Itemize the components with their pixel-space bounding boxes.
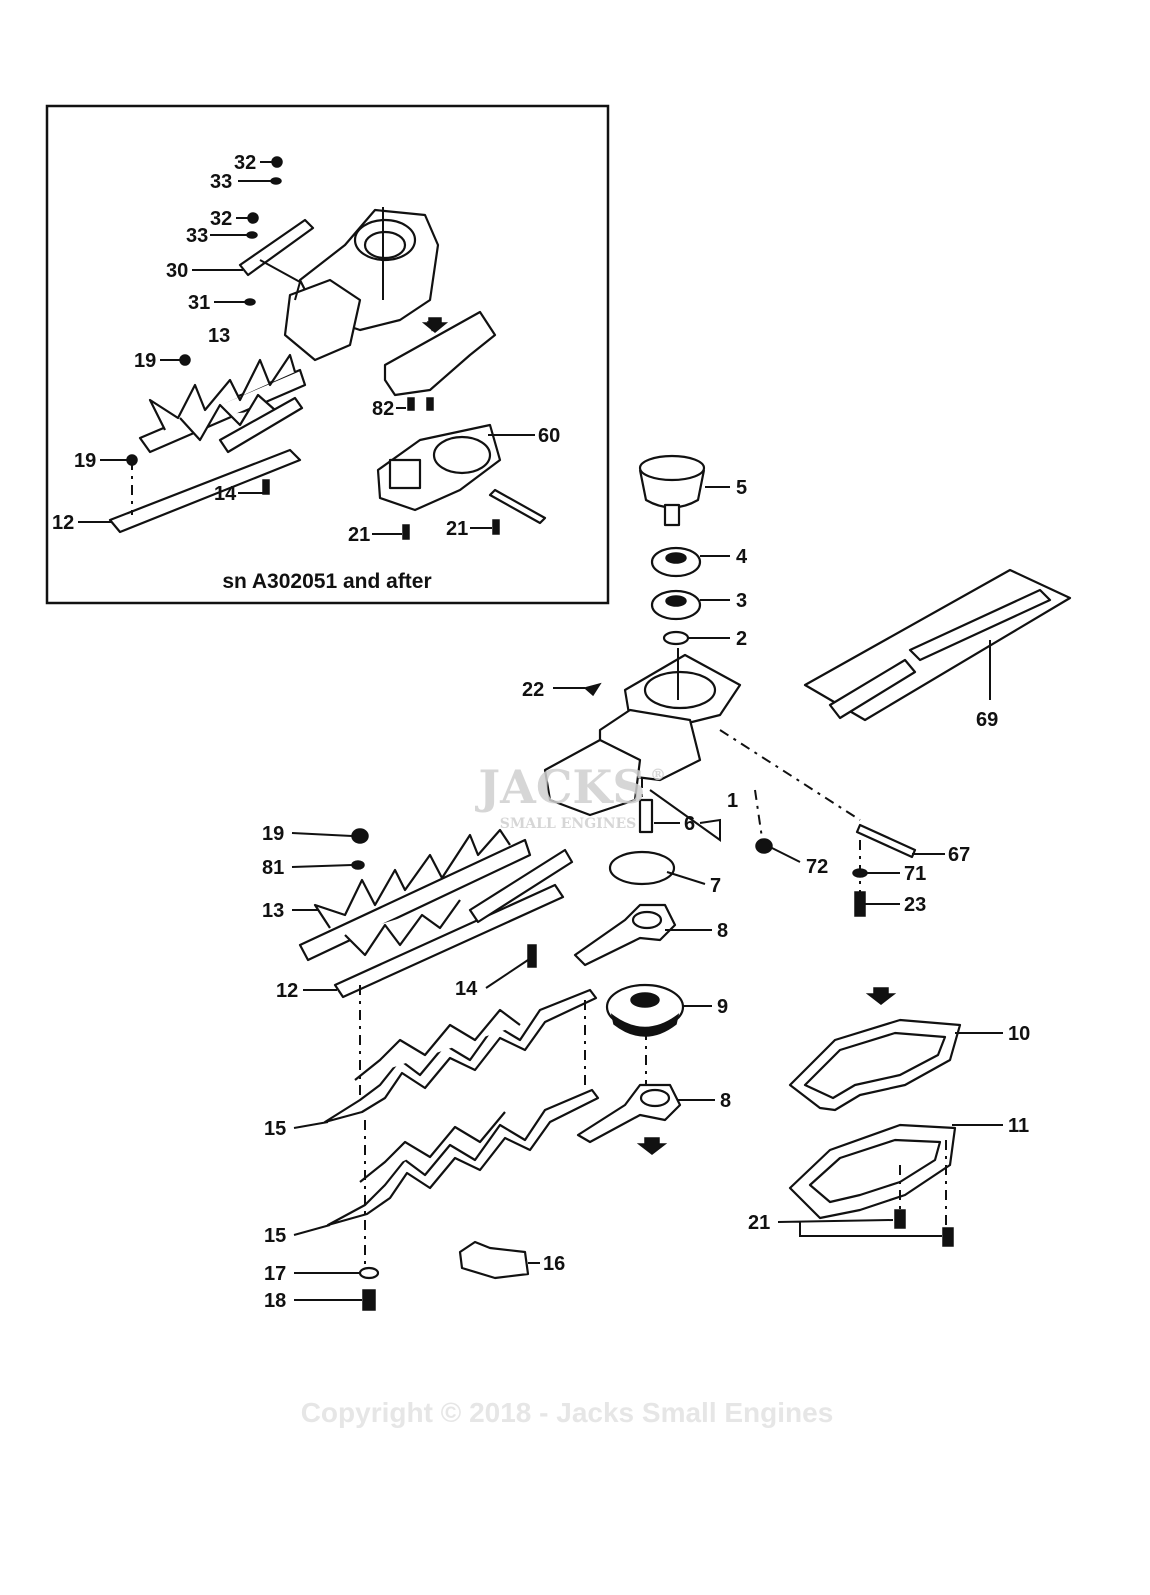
inset-blade-13 (138, 353, 307, 454)
label-81: 81 (262, 857, 284, 879)
label-23: 23 (904, 894, 926, 916)
label-32: 32 (234, 152, 256, 174)
part-3-bearing (650, 589, 702, 621)
part-23-bolt (854, 891, 866, 917)
part-18-bolt (362, 1289, 376, 1311)
label-5: 5 (736, 477, 747, 499)
part-15-blade-upper (323, 988, 598, 1124)
part-7-disc (608, 850, 676, 886)
part-16-clip (458, 1240, 530, 1280)
label-10: 10 (1008, 1023, 1030, 1045)
label-19: 19 (134, 350, 156, 372)
label-15: 15 (264, 1118, 286, 1140)
part-67-rod (855, 823, 917, 859)
label-14: 14 (214, 483, 237, 505)
inset-box: 32 33 32 33 30 31 13 19 82 60 19 14 12 2… (45, 104, 610, 605)
label-2: 2 (736, 628, 747, 650)
part-8-plate-upper (573, 903, 677, 967)
label-8: 8 (717, 920, 728, 942)
part-1-gear-case (543, 648, 742, 817)
inset-caption: sn A302051 and after (222, 570, 431, 593)
part-72-nut (755, 838, 773, 854)
label-8: 8 (720, 1090, 731, 1112)
label-9: 9 (717, 996, 728, 1018)
inset-housing-60 (376, 423, 547, 525)
label-22: 22 (522, 679, 544, 701)
arrow-22-icon (583, 682, 602, 697)
label-32: 32 (210, 208, 232, 230)
label-33: 33 (186, 225, 208, 247)
label-60: 60 (538, 425, 560, 447)
part-21-screw (894, 1209, 906, 1229)
watermark-logo: JACKS SMALL ENGINES ® (474, 760, 666, 832)
down-arrow-icon (636, 1137, 668, 1155)
label-71: 71 (904, 863, 926, 885)
label-3: 3 (736, 590, 747, 612)
part-15-blade-lower (326, 1088, 600, 1227)
part-69-cover (803, 568, 1072, 722)
label-7: 7 (710, 875, 721, 897)
label-6: 6 (684, 813, 695, 835)
label-69: 69 (976, 709, 998, 731)
label-14: 14 (455, 978, 478, 1000)
label-21: 21 (446, 518, 468, 540)
label-13: 13 (262, 900, 284, 922)
svg-text:®: ® (650, 765, 666, 784)
part-17-washer (358, 1266, 380, 1280)
part-12-bar (333, 848, 574, 999)
svg-text:SMALL ENGINES: SMALL ENGINES (500, 816, 637, 832)
inset-plate-30 (238, 218, 315, 277)
label-82: 82 (372, 398, 394, 420)
label-1: 1 (727, 790, 738, 812)
part-9-gear (605, 983, 685, 1037)
label-15: 15 (264, 1225, 286, 1247)
part-6-pin (638, 798, 654, 834)
label-19: 19 (74, 450, 96, 472)
down-arrow-icon (421, 317, 449, 333)
label-72: 72 (806, 856, 828, 878)
label-67: 67 (948, 844, 970, 866)
part-13-blade (298, 828, 532, 962)
label-31: 31 (188, 292, 210, 314)
label-21: 21 (748, 1212, 770, 1234)
inset-bar-12 (108, 396, 304, 534)
part-21-screw (942, 1227, 954, 1247)
label-17: 17 (264, 1263, 286, 1285)
label-21: 21 (348, 524, 370, 546)
inset-cover (383, 310, 497, 397)
label-4: 4 (736, 546, 748, 568)
label-19: 19 (262, 823, 284, 845)
label-13: 13 (208, 325, 230, 347)
part-8-plate-lower (576, 1083, 682, 1144)
part-2-washer (662, 630, 690, 646)
label-11: 11 (1008, 1115, 1029, 1137)
label-16: 16 (543, 1253, 565, 1275)
copyright-text: Copyright © 2018 - Jacks Small Engines (301, 1397, 834, 1428)
down-arrow-icon (865, 987, 897, 1005)
label-33: 33 (210, 171, 232, 193)
part-5-cup (638, 454, 706, 527)
label-18: 18 (264, 1290, 286, 1312)
part-4-bearing (650, 546, 702, 578)
label-30: 30 (166, 260, 188, 282)
part-10-gasket (788, 1018, 962, 1112)
label-12: 12 (52, 512, 74, 534)
inset-gear-case (283, 207, 440, 362)
label-12: 12 (276, 980, 298, 1002)
svg-text:JACKS: JACKS (474, 760, 645, 814)
part-11-housing (788, 1123, 957, 1220)
